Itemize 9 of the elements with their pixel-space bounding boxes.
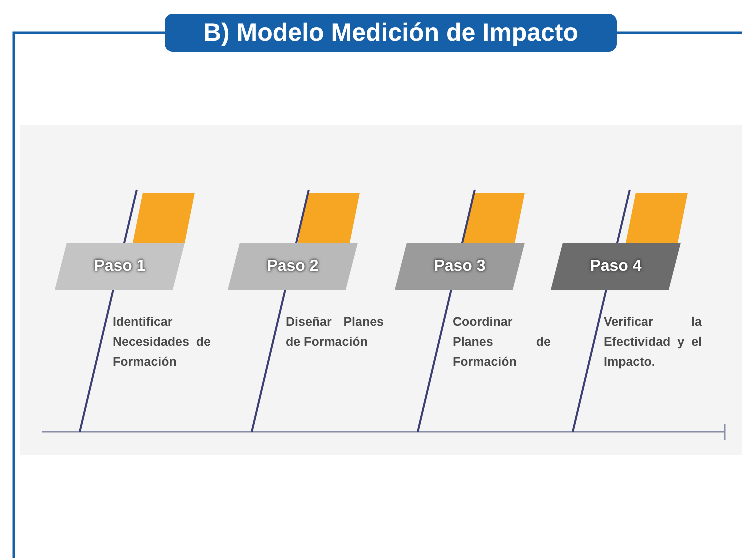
step-box: Paso 4 [551, 243, 681, 290]
step-description: Coordinar Planes de Formación [453, 314, 551, 371]
step-box: Paso 3 [395, 243, 525, 290]
step-description: Diseñar Planes de Formación [286, 314, 384, 351]
step-description: Verificar la Efectividad y el Impacto. [604, 314, 702, 371]
step-description: Identificar Necesidades de Formación [113, 314, 211, 371]
title-banner: B) Modelo Medición de Impacto [165, 14, 617, 52]
step-box: Paso 2 [228, 243, 358, 290]
step-box: Paso 1 [55, 243, 185, 290]
